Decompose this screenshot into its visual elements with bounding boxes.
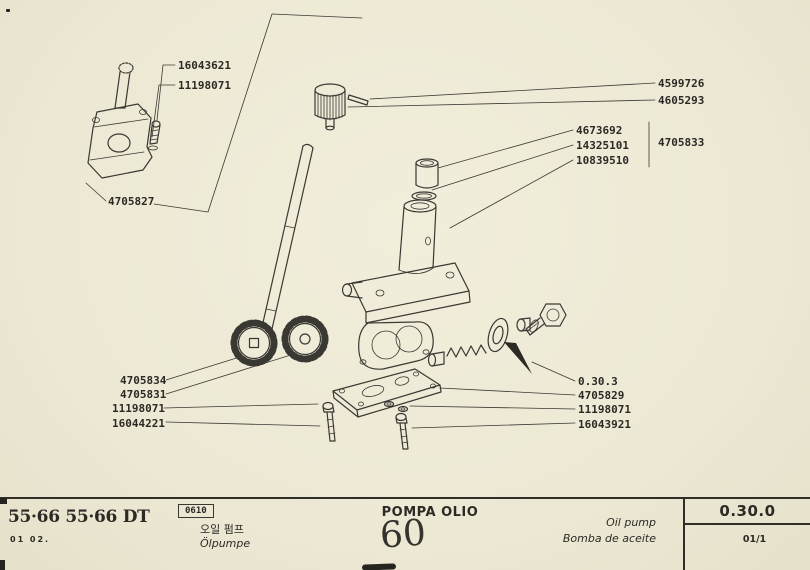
ink-mark — [361, 563, 397, 570]
callout-11198071-top: 11198071 — [178, 79, 231, 92]
callout-4705834: 4705834 — [120, 374, 167, 387]
handwritten-number: 60 — [378, 512, 428, 557]
title-spanish: Bomba de aceite — [562, 532, 656, 545]
callout-16044221: 16044221 — [112, 417, 165, 430]
leader-lines — [85, 13, 656, 429]
mounting-bolts — [322, 400, 409, 450]
model-number: 55·66 55·66 DT — [8, 507, 150, 527]
section-box: 0.30.0 01/1 — [683, 499, 810, 570]
callout-10839510: 10839510 — [576, 154, 629, 167]
pump-gears — [230, 315, 329, 367]
title-english: Oil pump — [606, 516, 656, 529]
pump-assembly-small — [87, 62, 161, 179]
title-korean: 오일 펌프 — [200, 523, 244, 536]
callout-4673692: 4673692 — [576, 124, 623, 137]
callout-4705829: 4705829 — [578, 389, 625, 402]
callout-ref-0-30-3: 0.30.3 — [578, 375, 618, 388]
exploded-diagram — [85, 13, 656, 450]
drive-shaft — [261, 143, 314, 331]
ink-mark — [6, 9, 10, 12]
callout-4605293: 4605293 — [658, 94, 705, 107]
callout-4705833: 4705833 — [658, 136, 705, 149]
hex-plug — [539, 303, 567, 327]
title-block: 55·66 55·66 DT 01 02. 0610 오일 펌프 Ölpumpe… — [0, 497, 810, 570]
callout-11198071-left: 11198071 — [112, 402, 165, 415]
callout-11198071-right: 11198071 — [578, 403, 631, 416]
knurled-gear — [314, 83, 369, 131]
sheet-number: 01/1 — [742, 534, 767, 545]
section-code: 0.30.0 — [719, 502, 776, 520]
cover-plate — [332, 368, 442, 418]
callout-14325101: 14325101 — [576, 139, 629, 152]
ink-mark — [0, 498, 7, 504]
callout-16043621: 16043621 — [178, 59, 231, 72]
oil-pump-body — [341, 158, 471, 370]
section-divider — [685, 523, 810, 525]
title-german: Ölpumpe — [200, 537, 251, 550]
callout-16043921: 16043921 — [578, 418, 631, 431]
table-code-box: 0610 — [178, 504, 214, 518]
title-italian: POMPA OLIO — [381, 505, 479, 520]
ink-mark — [0, 560, 5, 570]
callout-4705831: 4705831 — [120, 388, 167, 401]
callout-4705827: 4705827 — [108, 195, 155, 208]
spring — [446, 344, 487, 358]
relief-valve-parts — [427, 303, 567, 374]
callout-4599726: 4599726 — [658, 77, 705, 90]
model-code: 01 02. — [10, 535, 51, 544]
roll-pin — [347, 94, 369, 106]
